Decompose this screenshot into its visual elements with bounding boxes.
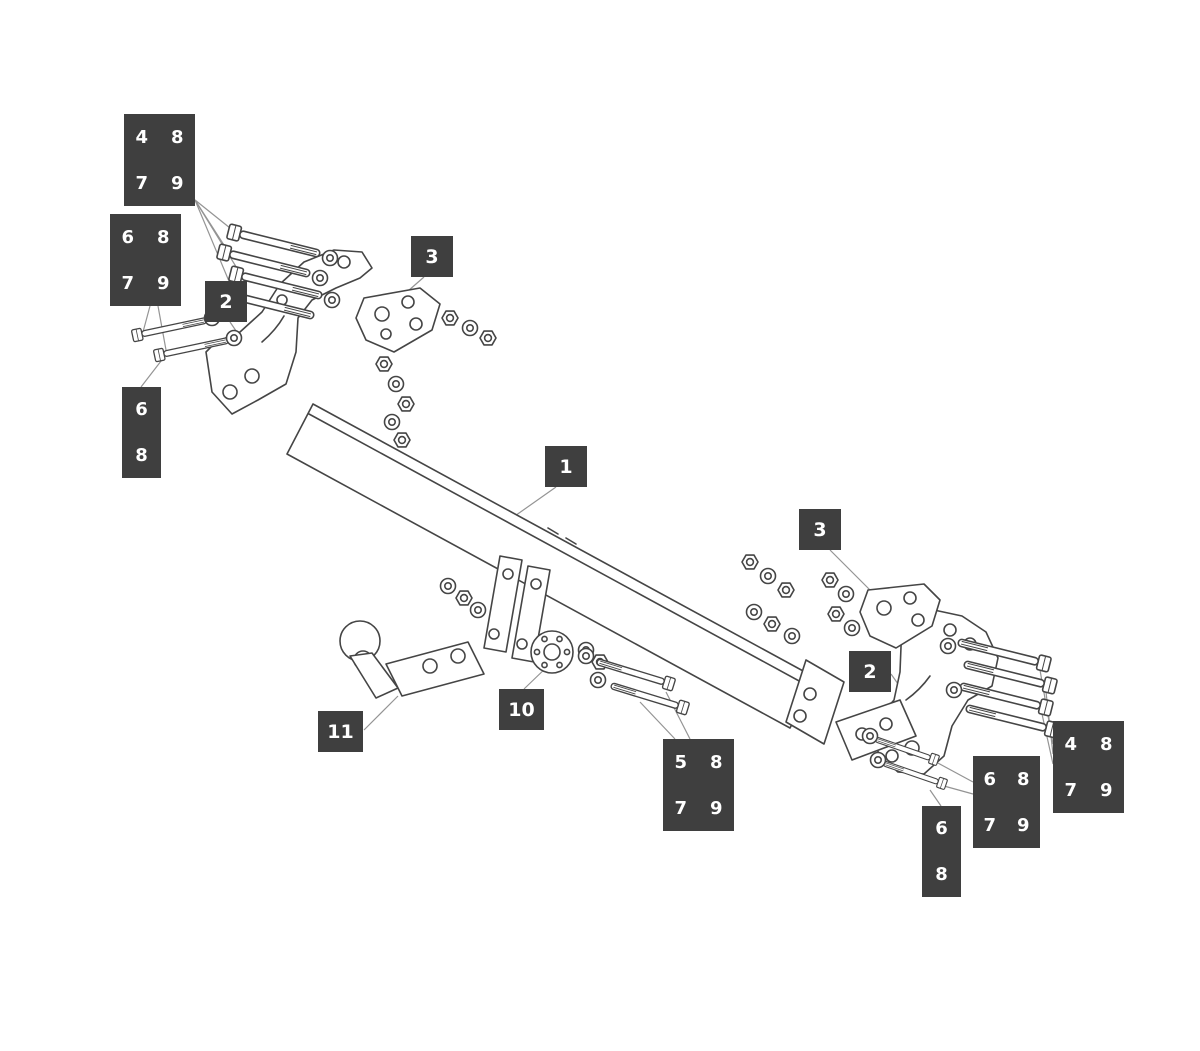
- callout-number: 5: [674, 751, 688, 773]
- side-bracket-left: [205, 249, 373, 415]
- washer: [861, 727, 879, 745]
- callout-hardware-mid-right: 6 8 7 9: [973, 756, 1040, 848]
- callout-number: 4: [1064, 733, 1078, 755]
- washer: [321, 249, 339, 267]
- callout-number: 7: [983, 814, 997, 836]
- callout-number: 9: [1016, 814, 1030, 836]
- callout-number: 9: [709, 797, 723, 819]
- socket-plate: [530, 630, 609, 674]
- callout-number: 2: [863, 660, 877, 683]
- hardware-cluster-right: [741, 554, 861, 645]
- callout-number: 6: [135, 399, 148, 421]
- callout-hardware-left-pair: 6 8: [122, 387, 161, 478]
- callout-number: 4: [135, 126, 149, 148]
- washer: [323, 291, 341, 309]
- callout-number: 9: [156, 272, 170, 294]
- nut: [763, 616, 781, 632]
- hardware-cluster-center: [439, 577, 487, 619]
- crossbar-beam: [286, 403, 845, 745]
- callout-number: 8: [1016, 768, 1030, 790]
- washer: [577, 647, 595, 665]
- washer: [461, 319, 479, 337]
- callout-gusset-left: 3: [411, 236, 453, 277]
- callout-number: 1: [559, 455, 573, 478]
- callout-hardware-bottom-center: 5 8 7 9: [663, 739, 734, 831]
- washer: [225, 329, 243, 347]
- callout-number: 7: [121, 272, 135, 294]
- callout-number: 8: [1099, 733, 1113, 755]
- callout-number: 8: [709, 751, 723, 773]
- callout-hardware-top-left: 4 8 7 9: [124, 114, 195, 206]
- callout-number: 3: [813, 518, 827, 541]
- callout-number: 3: [425, 245, 439, 268]
- callout-number: 7: [135, 172, 149, 194]
- hanger-bracket: [483, 555, 551, 663]
- callout-bracket-right: 2: [849, 651, 891, 692]
- washer: [383, 413, 401, 431]
- washer: [589, 671, 607, 689]
- callout-number: 2: [219, 290, 233, 313]
- callout-number: 7: [1064, 779, 1078, 801]
- gusset-plate-right: [859, 583, 941, 649]
- washer: [837, 585, 855, 603]
- bolt: [130, 313, 209, 343]
- gusset-plate-left: [355, 287, 441, 353]
- callout-number: 10: [508, 698, 535, 721]
- callout-number: 11: [327, 720, 354, 743]
- nut: [397, 396, 415, 412]
- callout-hardware-right-pair: 6 8: [922, 806, 961, 897]
- callout-beam: 1: [545, 446, 587, 487]
- callout-bracket-left: 2: [205, 281, 247, 322]
- callout-hardware-right: 4 8 7 9: [1053, 721, 1124, 813]
- washer: [783, 627, 801, 645]
- callout-towball: 11: [318, 711, 363, 752]
- callout-number: 9: [1099, 779, 1113, 801]
- callout-number: 7: [674, 797, 688, 819]
- nut: [777, 582, 795, 598]
- towball: [339, 620, 485, 699]
- nut: [393, 432, 411, 448]
- washer: [311, 269, 329, 287]
- nut: [441, 310, 459, 326]
- callout-number: 6: [121, 226, 135, 248]
- callout-number: 9: [170, 172, 184, 194]
- callout-number: 6: [935, 818, 948, 840]
- nut: [827, 606, 845, 622]
- washer: [945, 681, 963, 699]
- bolt: [594, 654, 677, 692]
- nut: [375, 356, 393, 372]
- nut: [821, 572, 839, 588]
- washer: [843, 619, 861, 637]
- washer: [439, 577, 457, 595]
- callout-number: 8: [170, 126, 184, 148]
- callout-gusset-right: 3: [799, 509, 841, 550]
- nut: [741, 554, 759, 570]
- callout-number: 6: [983, 768, 997, 790]
- callout-number: 8: [156, 226, 170, 248]
- callout-socket-plate: 10: [499, 689, 544, 730]
- washer: [939, 637, 957, 655]
- nut: [455, 590, 473, 606]
- washer: [745, 603, 763, 621]
- callout-number: 8: [135, 444, 148, 466]
- callout-hardware-left: 6 8 7 9: [110, 214, 181, 306]
- callout-number: 8: [935, 863, 948, 885]
- washer: [759, 567, 777, 585]
- bolt: [608, 678, 691, 716]
- nut: [479, 330, 497, 346]
- washer: [387, 375, 405, 393]
- washer: [869, 751, 887, 769]
- washer: [469, 601, 487, 619]
